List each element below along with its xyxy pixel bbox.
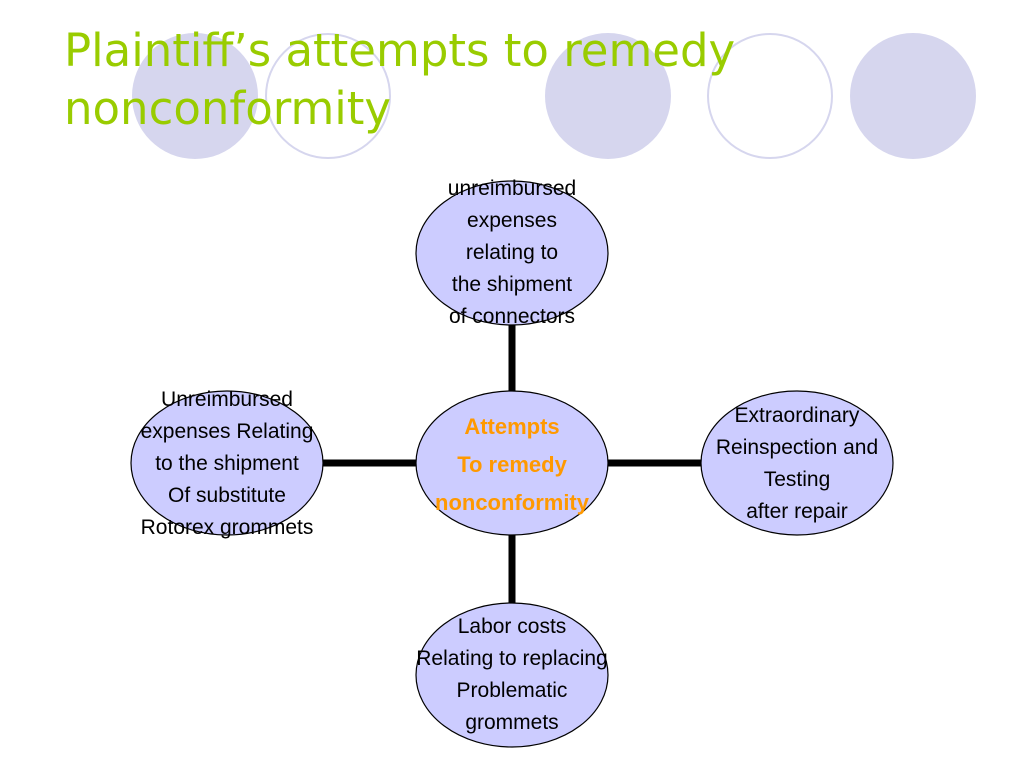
node-bottom-label: Labor costs Relating to replacing Proble… — [372, 611, 652, 739]
node-center-line: Attempts — [464, 414, 560, 439]
node-bottom-line: Labor costs — [457, 615, 567, 638]
slide-title: Plaintiff’s attempts to remedy nonconfor… — [64, 22, 964, 138]
decorative-circle — [132, 33, 258, 159]
node-right-line: after repair — [746, 500, 848, 523]
decorative-circle — [850, 33, 976, 159]
node-left-label: Unreimbursed expenses Relating to the sh… — [102, 384, 352, 544]
node-top-line: the shipment — [451, 273, 573, 296]
node-right-line: Reinspection and — [715, 436, 879, 459]
node-center-label: Attempts To remedy nonconformity — [387, 408, 637, 522]
decorative-circle — [265, 33, 391, 159]
node-bottom — [415, 602, 609, 748]
node-left-line: to the shipment — [155, 452, 299, 475]
node-left-line: Rotorex grommets — [140, 516, 314, 539]
node-left — [130, 390, 324, 536]
node-center-line: To remedy — [457, 452, 567, 477]
slide-title-line: Plaintiff’s attempts to remedy — [64, 24, 736, 77]
node-center — [415, 390, 609, 536]
node-top-line: of connectors — [448, 305, 576, 328]
node-top-label: unreimbursed expenses relating to the sh… — [407, 173, 617, 333]
node-top-line: unreimbursed — [447, 177, 577, 200]
slide-title-line: nonconformity — [64, 82, 392, 135]
decorative-circle — [707, 33, 833, 159]
node-right-label: Extraordinary Reinspection and Testing a… — [677, 400, 917, 528]
node-top-line: relating to — [465, 241, 559, 264]
node-top-line: expenses — [467, 209, 557, 232]
node-right — [700, 390, 894, 536]
node-left-line: Unreimbursed — [161, 388, 293, 411]
node-left-line: Of substitute — [168, 484, 286, 507]
node-center-line: nonconformity — [435, 490, 589, 515]
node-top — [415, 180, 609, 326]
node-right-line: Testing — [763, 468, 831, 491]
node-right-line: Extraordinary — [734, 404, 860, 427]
node-bottom-line: Problematic — [456, 679, 568, 702]
node-left-line: expenses Relating — [140, 420, 314, 443]
node-bottom-line: Relating to replacing — [416, 647, 608, 670]
decorative-circle — [545, 33, 671, 159]
node-bottom-line: grommets — [465, 711, 559, 734]
